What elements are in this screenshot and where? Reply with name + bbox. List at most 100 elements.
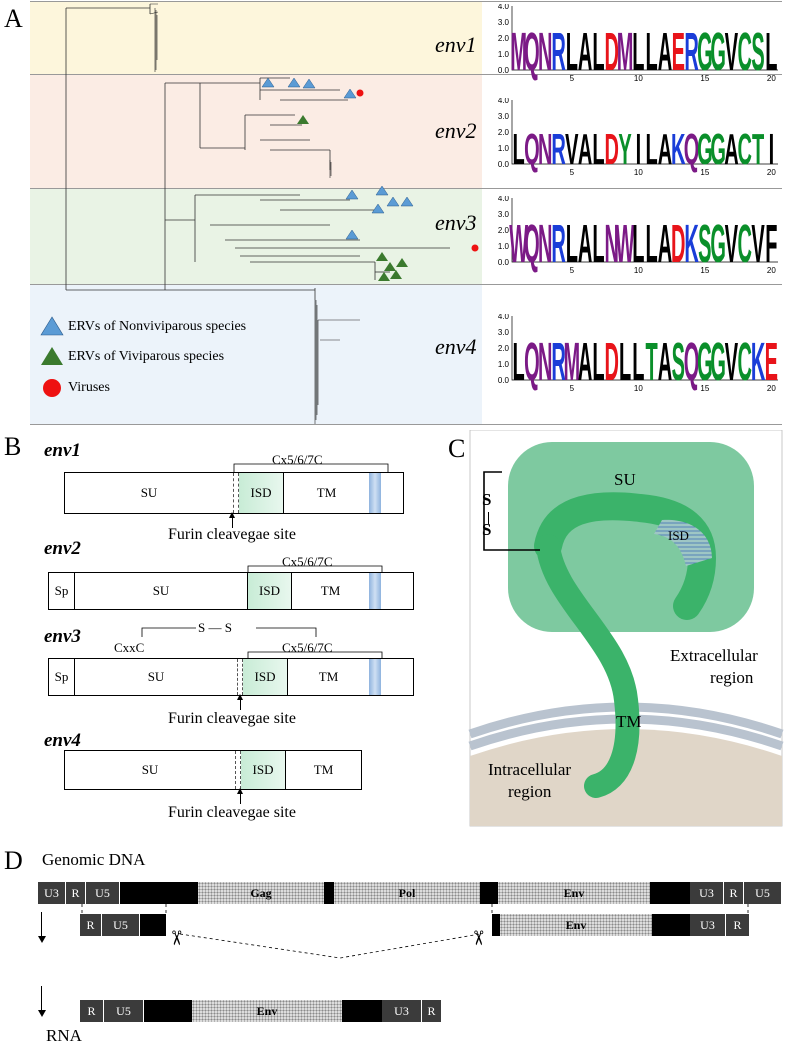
panel-a-divider — [30, 284, 782, 285]
legend-viviparous-icon — [41, 347, 63, 365]
clade-label-env2: env2 — [435, 118, 477, 143]
logo-letter: M — [617, 21, 634, 82]
logo-ytick: 0.0 — [498, 160, 510, 169]
logo-letter: L — [566, 213, 578, 274]
ltr-u3: U3 — [690, 882, 724, 904]
env1-motif-bracket — [233, 463, 389, 473]
ltr-r: R — [422, 1000, 442, 1022]
logo-xtick: 15 — [700, 266, 709, 275]
panel-label-a: A — [4, 4, 23, 33]
logo-letter: A — [658, 125, 672, 174]
logo-letter: N — [538, 331, 552, 392]
logo-letter: A — [658, 331, 672, 392]
clade-label-env1: env1 — [435, 32, 477, 57]
extracellular-label-1: Extracellular — [670, 646, 758, 665]
env4-furin-mark — [235, 751, 241, 789]
clade-label-env3: env3 — [435, 210, 477, 235]
logo-letter: L — [646, 125, 658, 174]
env3-disulfide-bracket — [141, 627, 317, 637]
logo-ytick: 2.0 — [498, 226, 510, 235]
arrow-head — [229, 512, 235, 518]
legend-virus-icon — [43, 379, 61, 397]
clade-band-env1 — [30, 2, 482, 74]
logo-letter: I — [636, 125, 642, 174]
env1-motif: Cx5/6/7C — [272, 452, 323, 467]
env3-tm: TM — [287, 659, 369, 695]
logo-xtick: 20 — [767, 266, 776, 275]
env3-furin-arrow — [240, 696, 241, 710]
logo-letter: L — [646, 213, 658, 274]
logo-ytick: 1.0 — [498, 360, 510, 369]
ltr-u5: U5 — [744, 882, 782, 904]
env1-furin-arrow — [232, 514, 233, 528]
logo-letter: R — [551, 125, 565, 174]
logo-letter: K — [671, 125, 686, 174]
ltr-r: R — [66, 882, 86, 904]
logo-letter: D — [671, 213, 685, 274]
logo-letter: S — [672, 331, 685, 392]
logo-letter: G — [710, 21, 726, 82]
logo-letter: C — [738, 21, 752, 82]
logo-letter: G — [710, 331, 726, 392]
logo-letter: N — [538, 213, 552, 274]
logo-ytick: 3.0 — [498, 328, 510, 337]
logo-letter: L — [513, 331, 525, 392]
logo-ytick: 0.0 — [498, 376, 510, 385]
logo-axis — [511, 198, 778, 263]
logo-ytick: 1.0 — [498, 242, 510, 251]
logo-xtick: 5 — [570, 384, 575, 393]
arrow-head — [237, 694, 243, 700]
logo-letter: A — [578, 125, 592, 174]
legend-label: ERVs of Nonviviparous species — [68, 319, 247, 334]
arrow-down-icon — [41, 986, 42, 1012]
logo-letter: L — [619, 331, 631, 392]
legend-label: ERVs of Viviparous species — [68, 349, 225, 364]
genomic-dna-label: Genomic DNA — [42, 850, 146, 869]
logo-letter: I — [769, 125, 775, 174]
env3-su: SU — [147, 669, 165, 684]
env3-name: env3 — [44, 626, 81, 647]
logo-letter: N — [538, 125, 552, 174]
logo-ytick: 3.0 — [498, 18, 510, 27]
env-schematic — [468, 430, 784, 827]
logo-ytick: 4.0 — [498, 98, 510, 105]
genome-row-3: R U5 Env U3 R — [80, 1000, 442, 1022]
logo-letter: C — [738, 331, 752, 392]
logo-ytick: 3.0 — [498, 210, 510, 219]
env3-motif: Cx5/6/7C — [282, 640, 333, 655]
logo-xtick: 10 — [634, 168, 643, 177]
logo-letter: Y — [618, 125, 631, 174]
env4-isd: ISD — [241, 751, 285, 789]
schematic-s-top: S — [482, 490, 492, 509]
env4-tm: TM — [285, 751, 361, 789]
logo-ytick: 1.0 — [498, 144, 510, 153]
ltr-u5: U5 — [86, 882, 120, 904]
panel-label-b: B — [4, 432, 22, 461]
genome-row-2-right: Env U3 R — [492, 914, 750, 936]
ltr-r: R — [80, 914, 102, 936]
gag-gene: Gag — [198, 882, 324, 904]
env1-furin-mark — [233, 473, 239, 513]
ltr-u5: U5 — [102, 914, 140, 936]
logo-letter: R — [551, 213, 565, 274]
env4-su: SU — [141, 762, 159, 777]
intracellular-label-1: Intracellular — [488, 760, 572, 779]
env1-domain-bar: SU ISD TM — [64, 472, 404, 514]
arrow-down-icon — [41, 912, 42, 938]
arrow-head — [237, 788, 243, 794]
env1-transmembrane — [369, 473, 381, 513]
panel-a-divider — [30, 424, 782, 425]
schematic-s-bottom: S — [482, 520, 492, 539]
env2-sp: Sp — [49, 573, 75, 609]
logo-letter: C — [738, 213, 752, 274]
logo-letter: Q — [524, 331, 540, 392]
logo-letter: L — [592, 331, 604, 392]
logo-letter: V — [725, 331, 738, 392]
logo-letter: N — [538, 21, 552, 82]
logo-letter: D — [605, 125, 619, 174]
env1-isd: ISD — [239, 473, 283, 513]
env2-tm: TM — [291, 573, 369, 609]
logo-letter: Q — [524, 213, 540, 274]
